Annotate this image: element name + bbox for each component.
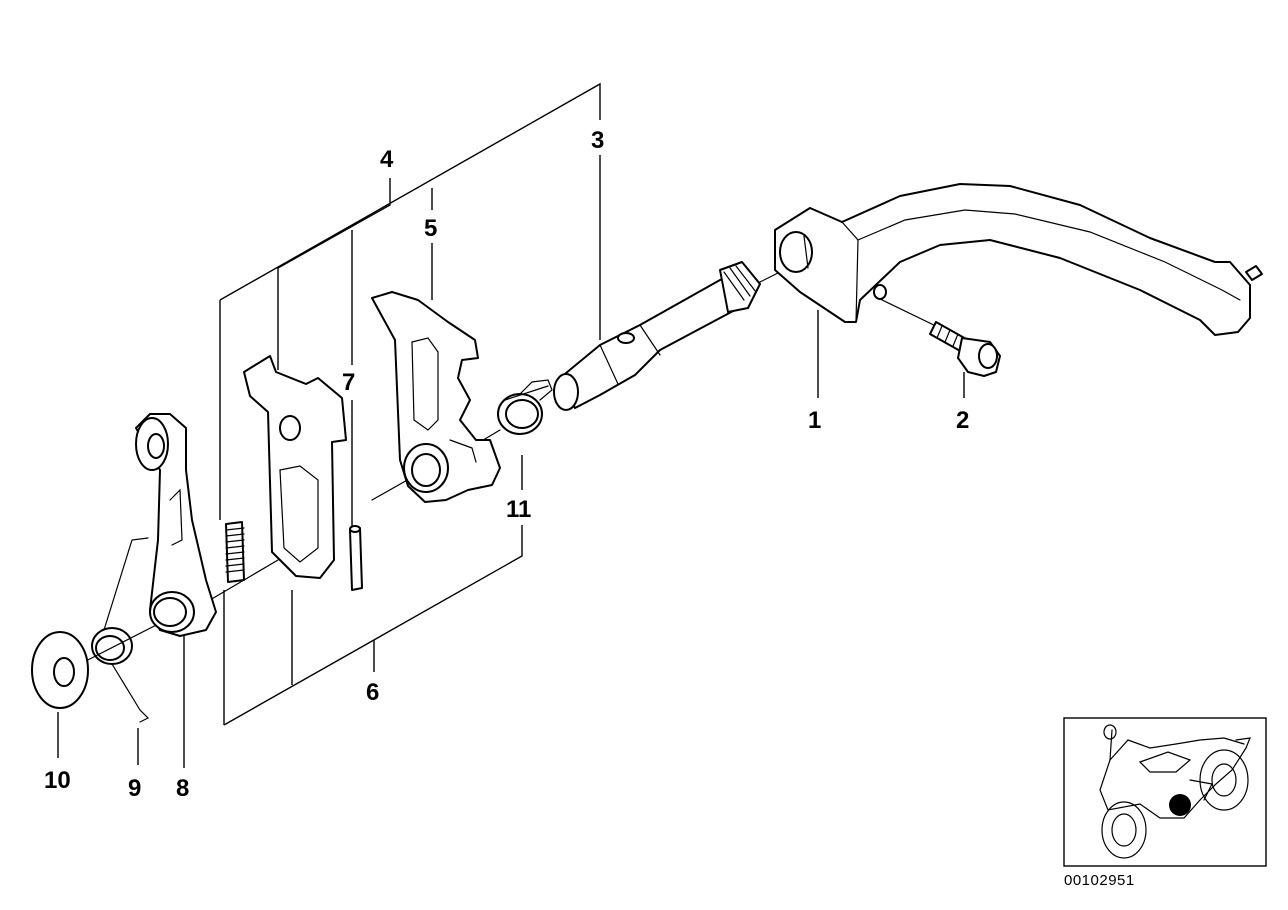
part-label-2: 2 bbox=[956, 407, 969, 434]
wire-spring bbox=[91, 537, 150, 723]
part-label-7: 7 bbox=[342, 369, 355, 396]
part-label-6: 6 bbox=[366, 679, 379, 706]
compression-spring bbox=[225, 521, 245, 583]
part-label-9: 9 bbox=[128, 775, 141, 802]
location-marker-icon bbox=[1169, 794, 1191, 816]
part-label-5: 5 bbox=[424, 215, 437, 242]
torsion-spring bbox=[497, 379, 553, 435]
motorcycle-location-icon bbox=[1099, 724, 1251, 859]
part-label-11: 11 bbox=[506, 496, 531, 523]
gear-shift-lever bbox=[774, 183, 1263, 336]
part-label-1: 1 bbox=[808, 407, 821, 434]
shift-shaft bbox=[553, 261, 761, 411]
washer bbox=[31, 631, 89, 709]
socket-head-bolt bbox=[929, 321, 1001, 377]
part-label-10: 10 bbox=[44, 767, 71, 794]
part-number-labels: 1 2 3 4 5 6 7 8 9 10 11 bbox=[44, 127, 969, 802]
locking-pawl bbox=[243, 355, 347, 579]
part-label-4: 4 bbox=[380, 146, 394, 173]
dowel-pin bbox=[349, 525, 363, 591]
shift-arm-plate bbox=[371, 291, 501, 503]
diagram-id: 00102951 bbox=[1064, 872, 1135, 889]
part-label-3: 3 bbox=[591, 127, 604, 154]
location-inset bbox=[1063, 717, 1267, 867]
part-label-8: 8 bbox=[176, 775, 189, 802]
selector-lever bbox=[135, 413, 217, 637]
